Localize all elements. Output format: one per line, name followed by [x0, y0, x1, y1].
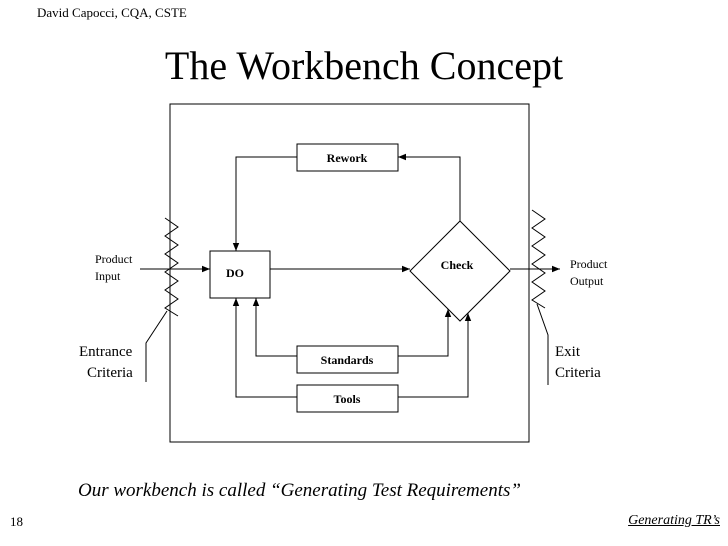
product-output-line-2: Output [570, 274, 604, 288]
rework-label: Rework [327, 151, 368, 165]
tools-box: Tools [296, 384, 399, 413]
do-label: DO [226, 266, 244, 280]
standards-box: Standards [296, 345, 399, 374]
author-name: David Capocci, CQA, CSTE [37, 5, 187, 20]
entrance-criteria-pointer [145, 310, 168, 382]
product-output-line-1: Product [570, 257, 608, 271]
rework-box: Rework [296, 143, 399, 172]
slide-title: The Workbench Concept [164, 43, 564, 88]
product-input-line-2: Input [95, 269, 121, 283]
footer-link[interactable]: Generating TR’s [628, 513, 720, 528]
standards-to-check-arrow [398, 309, 452, 357]
check-label: Check [441, 258, 474, 272]
workbench-frame [169, 103, 530, 443]
standards-label: Standards [321, 353, 374, 367]
exit-criteria-pointer [536, 303, 549, 385]
exit-boundary [531, 209, 546, 309]
check-diamond: Check [409, 220, 511, 322]
entrance-criteria-line-1: Entrance [79, 344, 133, 360]
standards-to-do-arrow [252, 298, 297, 357]
workbench-caption: Our workbench is called “Generating Test… [78, 480, 521, 501]
do-box: DO [209, 250, 271, 299]
entrance-boundary [164, 217, 179, 317]
tools-label: Tools [334, 392, 361, 406]
tools-to-do-arrow [232, 298, 297, 398]
rework-to-do-arrow [232, 156, 297, 251]
product-input-line-1: Product [95, 252, 133, 266]
tools-to-check-arrow [398, 313, 472, 398]
exit-criteria-line-2: Criteria [555, 365, 601, 381]
entrance-criteria-line-2: Criteria [87, 365, 133, 381]
exit-criteria-line-1: Exit [555, 344, 581, 360]
slide-number: 18 [10, 514, 23, 529]
check-to-rework-arrow [398, 153, 461, 221]
